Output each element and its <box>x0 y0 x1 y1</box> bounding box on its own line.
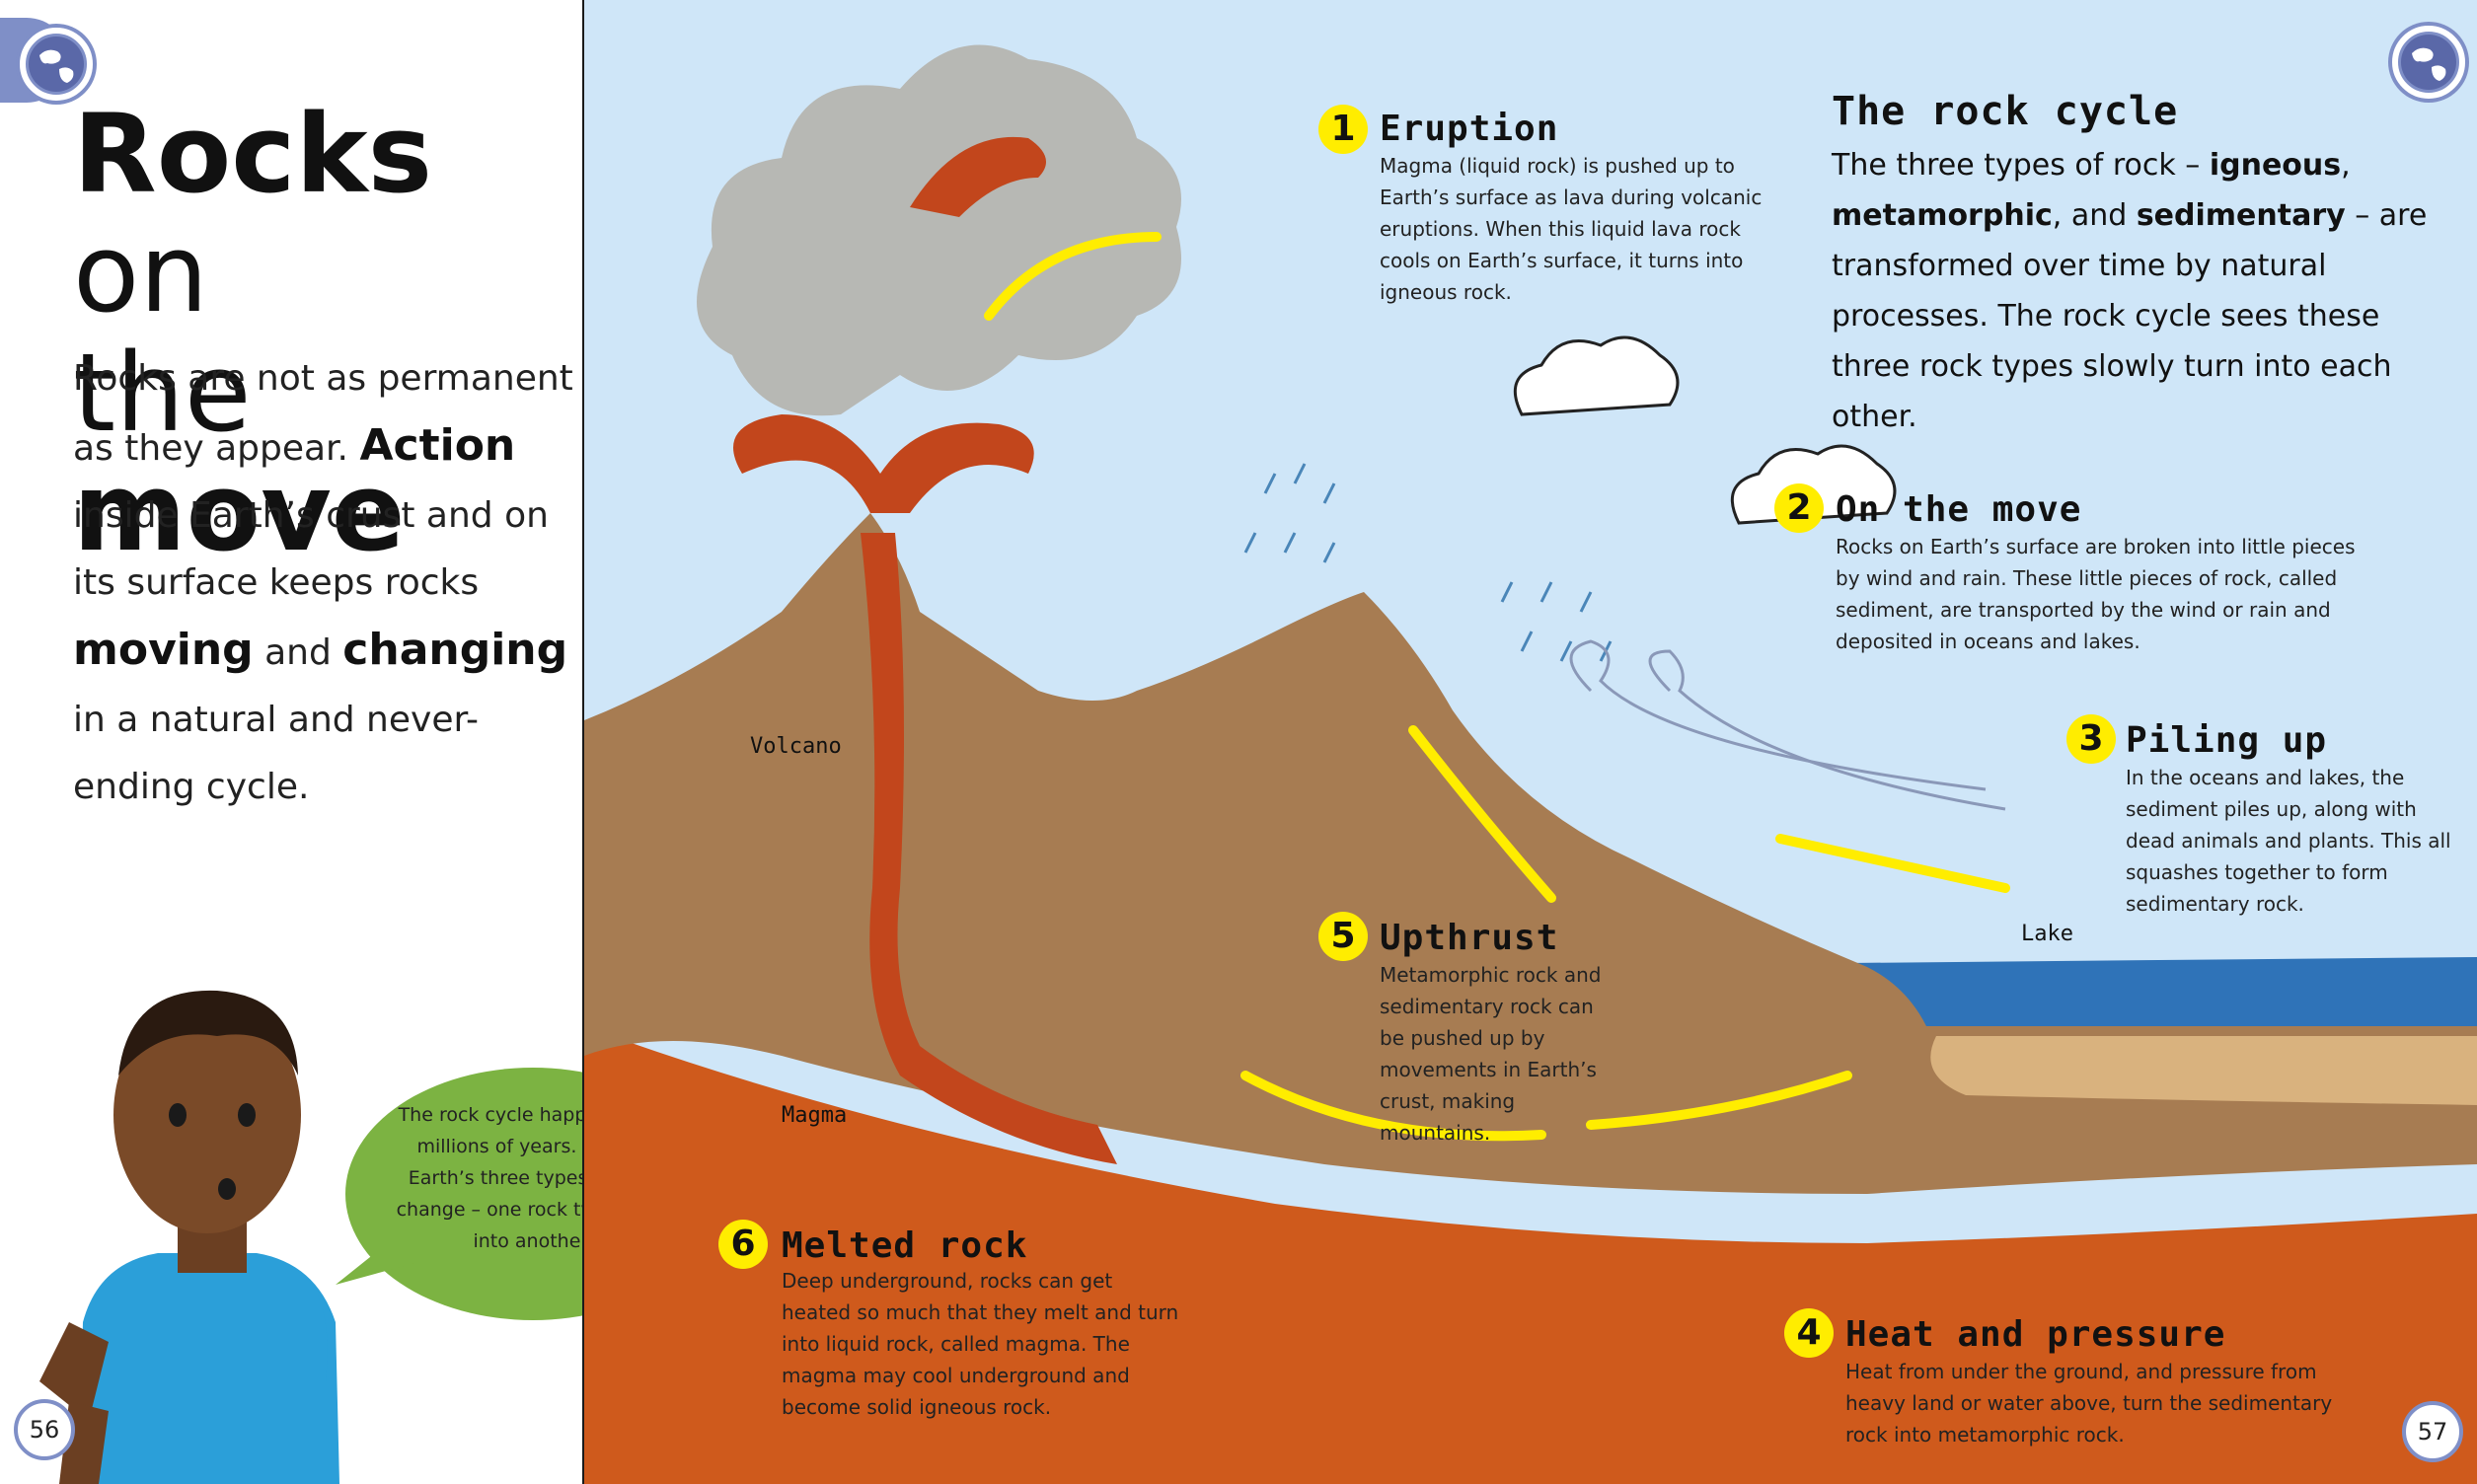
step-3-body: In the oceans and lakes, the sediment pi… <box>2126 766 2451 916</box>
cloud-icon <box>1513 335 1897 525</box>
step-4-body: Heat from under the ground, and pressure… <box>1845 1360 2333 1447</box>
mountain-terrain <box>584 513 2477 1194</box>
step-6-title: Melted rock <box>782 1225 1028 1266</box>
step-2-title: On the move <box>1836 489 2082 530</box>
page-number-left: 56 <box>14 1399 75 1460</box>
ash-cloud <box>697 44 1181 416</box>
cycle-title: The rock cycle <box>1832 89 2179 134</box>
label-volcano: Volcano <box>750 734 842 759</box>
step-2-number: 2 <box>1774 483 1824 533</box>
globe-icon <box>2392 26 2465 99</box>
wind-icon <box>1569 639 2006 811</box>
step-5-number: 5 <box>1318 912 1368 961</box>
step-3-title: Piling up <box>2126 720 2328 761</box>
page-number-right: 57 <box>2402 1401 2463 1462</box>
step-1-title: Eruption <box>1380 109 1559 149</box>
step-1-body: Magma (liquid rock) is pushed up to Eart… <box>1380 154 1763 304</box>
step-1-number: 1 <box>1318 105 1368 154</box>
globe-icon <box>20 28 93 101</box>
step-6-body: Deep underground, rocks can get heated s… <box>782 1269 1179 1419</box>
step-4-number: 4 <box>1784 1308 1834 1358</box>
lava-spray <box>910 136 1046 217</box>
step-5-title: Upthrust <box>1380 918 1559 958</box>
rock-cycle-scene <box>584 0 2477 1484</box>
rain-icon <box>1243 463 1613 662</box>
cycle-text: The three types of rock – igneous, metam… <box>1832 148 2428 434</box>
label-magma: Magma <box>782 1103 848 1128</box>
left-page: Rocks on the move Rocks are not as perma… <box>0 0 720 1484</box>
intro-text: Rocks are not as permanent as they appea… <box>73 358 573 807</box>
lava-conduit <box>861 533 1117 1164</box>
mantle <box>584 1026 2477 1484</box>
step-4-title: Heat and pressure <box>1845 1314 2226 1355</box>
lake-water <box>1847 957 2477 1046</box>
lava-fountain <box>733 414 1034 513</box>
sediment-layer <box>1930 1036 2477 1105</box>
arrow-icon <box>984 232 2010 1142</box>
step-6-number: 6 <box>718 1220 768 1269</box>
step-3-number: 3 <box>2066 714 2116 764</box>
step-5-body: Metamorphic rock and sedimentary rock ca… <box>1380 963 1602 1145</box>
right-page: The rock cycle The three types of rock –… <box>584 0 2477 1484</box>
step-2-body: Rocks on Earth’s surface are broken into… <box>1836 535 2356 653</box>
label-lake: Lake <box>2021 922 2073 946</box>
page-title: Rocks on the move <box>73 91 433 575</box>
